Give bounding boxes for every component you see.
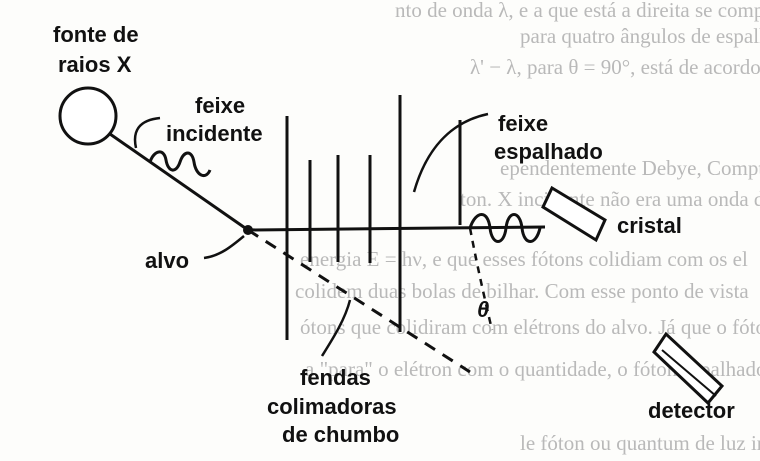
theta-label: θ xyxy=(477,297,489,322)
scattered-label-line1: feixe xyxy=(498,111,548,136)
scattering-angle-arc xyxy=(468,227,494,331)
bg-text-line: nto de onda λ, e a que está a direita se… xyxy=(395,0,760,22)
bg-text-line: ton. X incidente não era uma onda de fre… xyxy=(460,187,760,211)
slits-label-line3: de chumbo xyxy=(282,422,399,447)
detector-inner-line xyxy=(661,349,717,397)
slits-label-line2: colimadoras xyxy=(267,394,397,419)
detector-label: detector xyxy=(648,398,735,423)
incident-beam-line xyxy=(109,132,249,232)
crystal-shape xyxy=(541,185,607,243)
source-label-line1: fonte de xyxy=(53,22,139,47)
source-label-line2: raios X xyxy=(58,52,132,77)
bg-text-line: para quatro ângulos de espalhamento e di… xyxy=(520,24,760,48)
bg-text-line: ótons que colidiram com elétrons do alvo… xyxy=(300,315,760,339)
transmitted-beam-dashed-line xyxy=(247,228,471,374)
crystal-label: cristal xyxy=(617,213,682,238)
slits-leader-line xyxy=(320,299,352,357)
target-leader-line xyxy=(203,235,245,260)
scattered-wave-icon xyxy=(468,213,542,243)
bg-text-line: le fóton ou quantum de luz implica na su… xyxy=(520,431,760,455)
scattered-leader-line xyxy=(412,112,489,193)
incident-leader-line xyxy=(133,116,161,149)
bg-text-line: energia E = hν, e que esses fótons colid… xyxy=(300,247,748,271)
target-dot xyxy=(243,225,253,235)
incident-label-line2: incidente xyxy=(166,121,263,146)
target-label: alvo xyxy=(145,248,189,273)
bg-text-line: λ' − λ, para θ = 90°, está de acordo com… xyxy=(470,55,760,79)
incident-wave-icon xyxy=(148,150,212,178)
incident-label-line1: feixe xyxy=(195,93,245,118)
collimator-slits xyxy=(285,95,462,340)
xray-source-circle xyxy=(58,86,118,146)
background-page-text: nto de onda λ, e a que está a direita se… xyxy=(295,0,760,455)
scattered-beam-line xyxy=(247,225,546,232)
slits-label-line1: fendas xyxy=(300,365,371,390)
scattered-label-line2: espalhado xyxy=(494,139,603,164)
bg-text-line: colidem duas bolas de bilhar. Com esse p… xyxy=(295,279,749,303)
